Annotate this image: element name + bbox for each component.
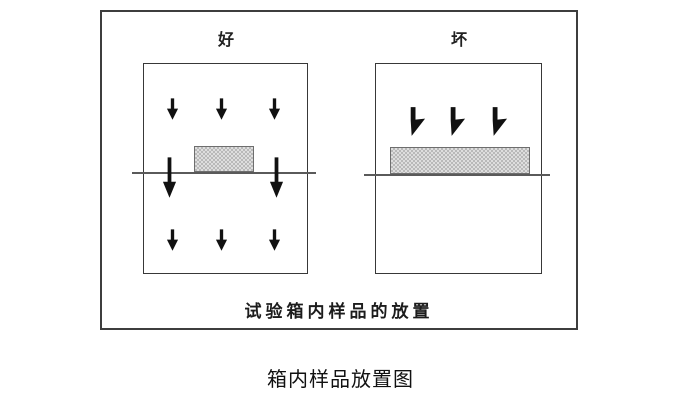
down-arrow-icon [215, 98, 228, 121]
shelf-line [364, 174, 550, 176]
good-chamber-box [132, 63, 316, 274]
down-arrow-icon [166, 98, 179, 121]
good-panel-label: 好 [217, 30, 234, 49]
deflected-down-arrow-icon [404, 107, 427, 138]
long-down-arrow-icon [269, 156, 284, 200]
down-arrow-icon [166, 229, 179, 252]
test-chamber-figure-frame: 好 坏 [100, 10, 578, 330]
shelf-line [132, 172, 316, 174]
down-arrow-icon [268, 229, 281, 252]
sample-block [194, 146, 254, 172]
chamber-caption: 试验箱内样品的放置 [244, 302, 434, 322]
down-arrow-icon [268, 98, 281, 121]
deflected-down-arrow-icon [444, 107, 467, 138]
long-down-arrow-icon [162, 156, 177, 200]
down-arrow-icon [215, 229, 228, 252]
deflected-down-arrow-icon [486, 107, 509, 138]
bad-panel-label: 坏 [450, 30, 467, 49]
figure-caption: 箱内样品放置图 [267, 369, 414, 391]
bad-chamber-box [364, 63, 550, 274]
sample-slab [390, 147, 530, 174]
